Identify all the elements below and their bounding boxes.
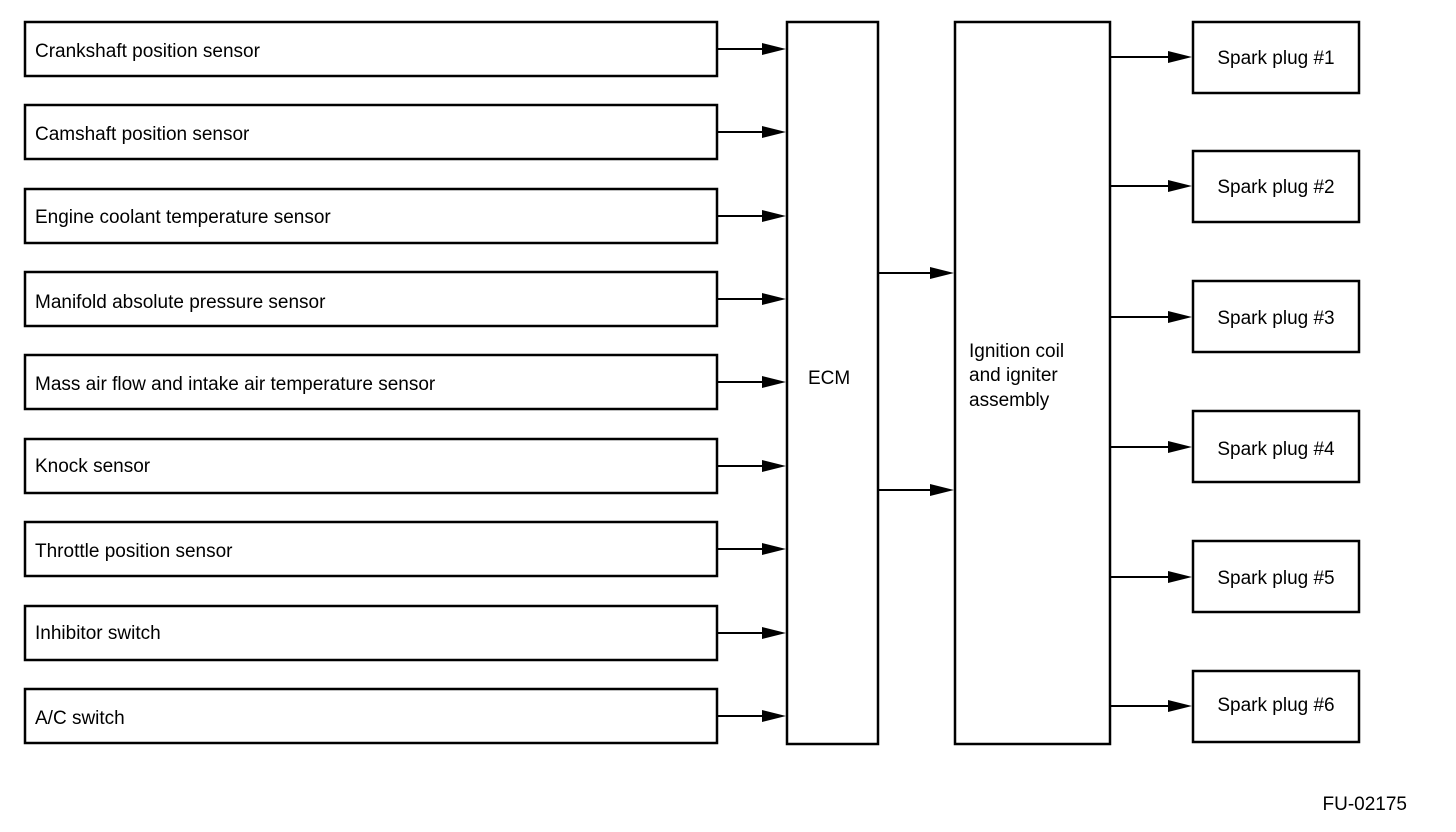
- arrow-knock-to-ecm: [717, 460, 786, 472]
- arrow-ecm-to-ignition-lower: [878, 484, 954, 496]
- sensor-label: Mass air flow and intake air temperature…: [35, 374, 436, 395]
- sensor-box-ac-switch: A/C switch: [23, 687, 719, 745]
- spark-plug-label: Spark plug #5: [1217, 568, 1334, 589]
- spark-plug-box-5: Spark plug #5: [1191, 539, 1361, 614]
- spark-plug-box-6: Spark plug #6: [1191, 669, 1361, 744]
- sensor-label: Camshaft position sensor: [35, 124, 250, 145]
- arrow-to-spark-plug-6: [1110, 700, 1192, 712]
- sensor-box-knock: Knock sensor: [23, 437, 719, 495]
- arrow-map-to-ecm: [717, 293, 786, 305]
- arrow-ac-switch-to-ecm: [717, 710, 786, 722]
- arrow-camshaft-to-ecm: [717, 126, 786, 138]
- ignition-label-line-1: Ignition coil: [969, 341, 1064, 362]
- arrow-to-spark-plug-4: [1110, 441, 1192, 453]
- sensor-label: Knock sensor: [35, 456, 151, 477]
- ignition-label-line-2: and igniter: [969, 365, 1058, 386]
- ignition-assembly-box: Ignition coil and igniter assembly: [953, 20, 1112, 746]
- sensor-box-map: Manifold absolute pressure sensor: [23, 270, 719, 328]
- arrow-to-spark-plug-3: [1110, 311, 1192, 323]
- sensor-box-maf: Mass air flow and intake air temperature…: [23, 353, 719, 411]
- ecm-box: ECM: [785, 20, 880, 746]
- sensor-label: Manifold absolute pressure sensor: [35, 292, 326, 313]
- arrow-crankshaft-to-ecm: [717, 43, 786, 55]
- arrow-maf-to-ecm: [717, 376, 786, 388]
- figure-code: FU-02175: [1323, 794, 1408, 815]
- sensor-label: Crankshaft position sensor: [35, 41, 261, 62]
- spark-plug-label: Spark plug #1: [1217, 48, 1334, 69]
- sensor-box-inhibitor: Inhibitor switch: [23, 604, 719, 662]
- sensor-to-ecm-arrows: [717, 43, 786, 722]
- arrow-to-spark-plug-2: [1110, 180, 1192, 192]
- sensor-label: Engine coolant temperature sensor: [35, 207, 331, 228]
- sensor-label: A/C switch: [35, 708, 125, 729]
- arrow-to-spark-plug-5: [1110, 571, 1192, 583]
- arrow-inhibitor-to-ecm: [717, 627, 786, 639]
- spark-plug-label: Spark plug #2: [1217, 177, 1334, 198]
- sensor-box-throttle: Throttle position sensor: [23, 520, 719, 578]
- spark-plug-label: Spark plug #3: [1217, 308, 1334, 329]
- arrow-throttle-to-ecm: [717, 543, 786, 555]
- sensor-box-crankshaft: Crankshaft position sensor: [23, 20, 719, 78]
- spark-plug-box-2: Spark plug #2: [1191, 149, 1361, 224]
- sensor-label: Throttle position sensor: [35, 541, 233, 562]
- spark-plug-label: Spark plug #6: [1217, 695, 1334, 716]
- arrow-coolant-to-ecm: [717, 210, 786, 222]
- ignition-label-line-3: assembly: [969, 390, 1050, 411]
- spark-plug-label: Spark plug #4: [1217, 439, 1335, 460]
- spark-plug-box-4: Spark plug #4: [1191, 409, 1361, 484]
- spark-plug-box-1: Spark plug #1: [1191, 20, 1361, 95]
- arrow-to-spark-plug-1: [1110, 51, 1192, 63]
- sensor-box-camshaft: Camshaft position sensor: [23, 103, 719, 161]
- spark-plug-box-3: Spark plug #3: [1191, 279, 1361, 354]
- arrow-ecm-to-ignition-upper: [878, 267, 954, 279]
- ignition-to-spark-plug-arrows: [1110, 51, 1192, 712]
- sensor-label: Inhibitor switch: [35, 623, 161, 644]
- sensor-box-coolant: Engine coolant temperature sensor: [23, 187, 719, 245]
- ecm-to-ignition-arrows: [878, 267, 954, 496]
- ecm-label: ECM: [808, 368, 850, 389]
